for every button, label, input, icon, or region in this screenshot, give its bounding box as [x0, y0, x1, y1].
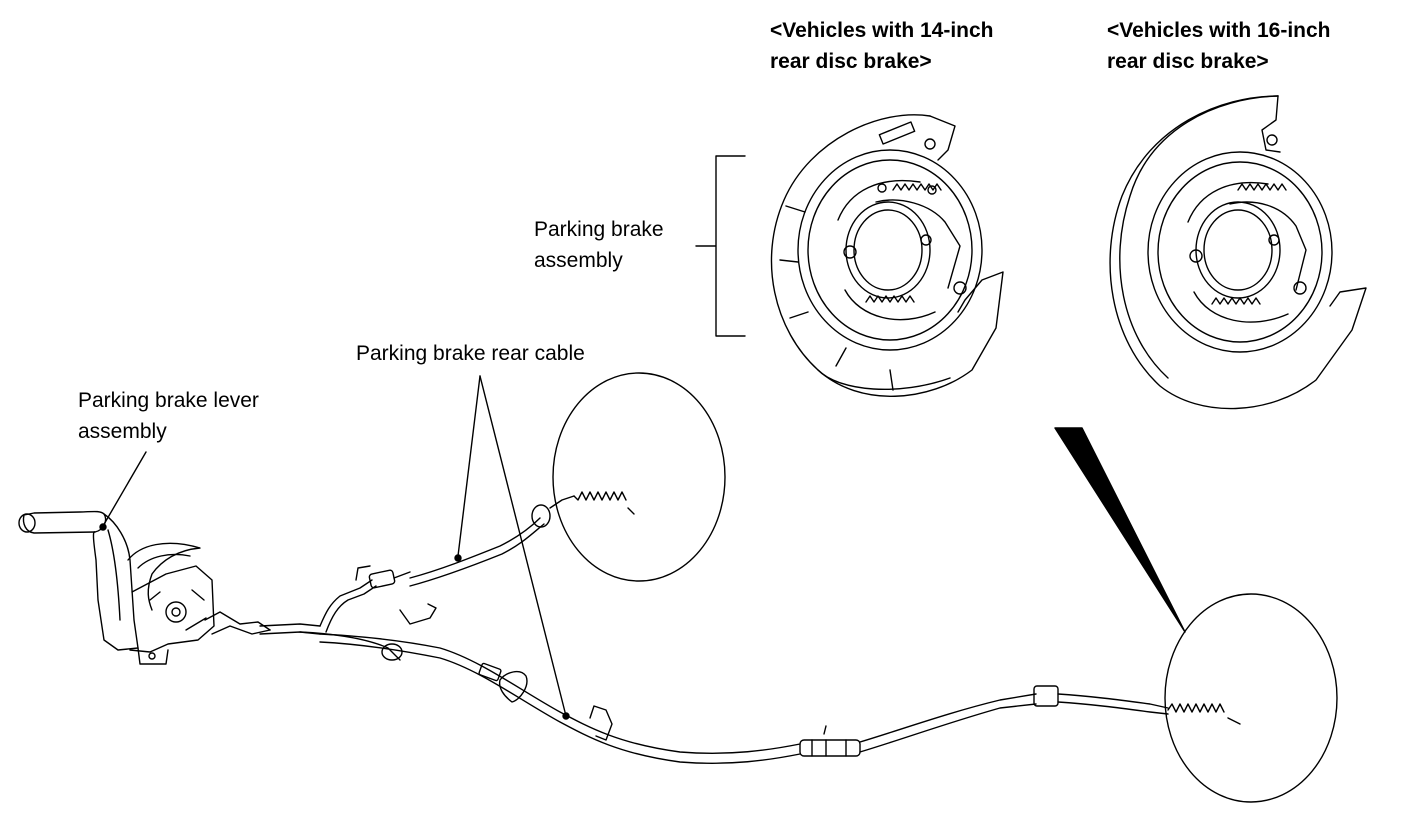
- label-lever-assembly-line-2: assembly: [78, 420, 167, 443]
- label-lever-assembly-line-1: Parking brake lever: [78, 389, 259, 412]
- label-rear-cable: Parking brake rear cable: [356, 342, 585, 365]
- brake-assembly-14-inch: [770, 114, 1004, 397]
- heading-14-inch-line-2: rear disc brake>: [770, 50, 932, 73]
- label-parking-brake-assembly: Parking brake assembly: [534, 214, 664, 276]
- label-parking-brake-assembly-line-1: Parking brake: [534, 218, 664, 241]
- heading-14-inch-line-1: <Vehicles with 14-inch: [770, 19, 994, 42]
- detail-circle-16-inch: [1164, 593, 1338, 803]
- heading-14-inch: <Vehicles with 14-inch rear disc brake>: [770, 15, 994, 77]
- label-lever-assembly: Parking brake lever assembly: [78, 385, 259, 447]
- brake-assembly-16-inch: [1109, 95, 1367, 410]
- parking-brake-cables: [259, 491, 1241, 764]
- heading-16-inch-line-2: rear disc brake>: [1107, 50, 1269, 73]
- label-parking-brake-assembly-line-2: assembly: [534, 249, 623, 272]
- heading-16-inch-line-1: <Vehicles with 16-inch: [1107, 19, 1331, 42]
- assembly-bracket: [695, 155, 746, 337]
- leader-lines: [99, 375, 570, 720]
- callout-pointer: [1054, 427, 1186, 633]
- detail-circle-14-inch: [552, 372, 726, 582]
- lever-assembly: [18, 510, 271, 665]
- heading-16-inch: <Vehicles with 16-inch rear disc brake>: [1107, 15, 1331, 77]
